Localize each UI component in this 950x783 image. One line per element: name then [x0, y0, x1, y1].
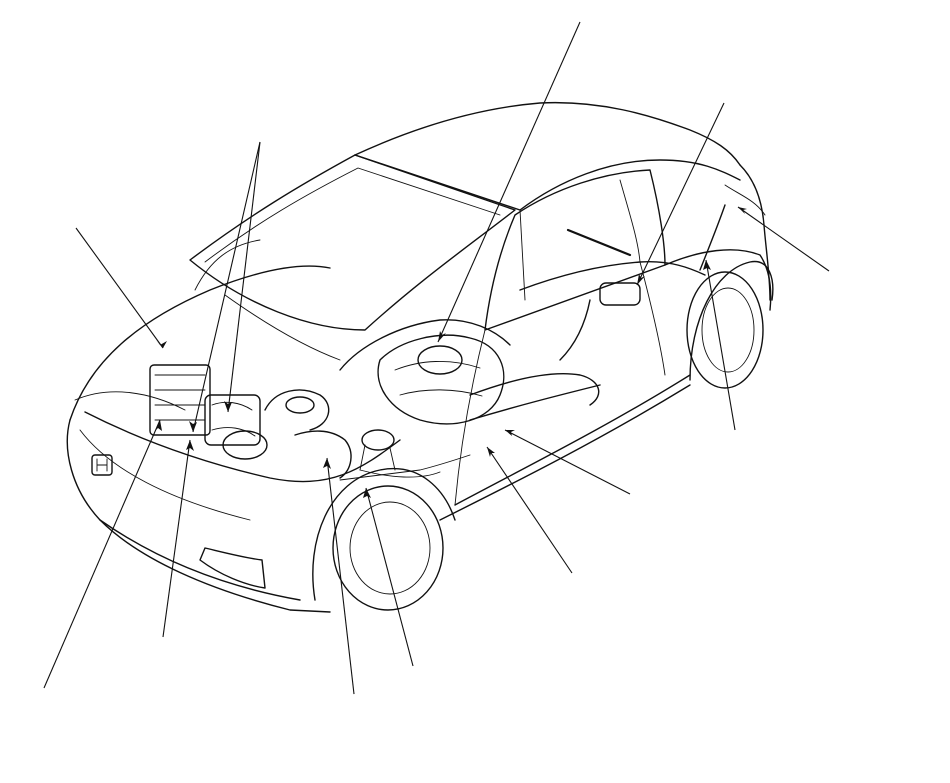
grille-lower [199, 547, 266, 589]
leader-line-5 [636, 102, 725, 286]
leader-line-6 [737, 206, 830, 272]
hood-crease-2 [224, 294, 341, 361]
arrowhead-13 [155, 420, 162, 431]
rear-crossmember [559, 299, 591, 361]
leader-line-9 [486, 446, 573, 574]
headlight [74, 391, 186, 411]
arrowhead-7 [703, 260, 711, 270]
windshield-inner [204, 167, 501, 263]
rear-wheel-arch [689, 260, 774, 381]
hood-crease [194, 239, 261, 291]
exhaust-pipe-front [294, 430, 352, 479]
leader-line-10 [365, 487, 414, 667]
underbody-components [339, 204, 726, 481]
leader-lines [43, 21, 830, 695]
b-pillar [619, 179, 641, 263]
leader-line-8 [504, 429, 631, 495]
fuel-tank [377, 334, 505, 425]
leader-arrowheads [155, 207, 747, 498]
arrowhead-12 [186, 440, 194, 451]
rear-light [724, 184, 766, 216]
leader-line-1 [75, 227, 164, 349]
door-line [454, 329, 486, 506]
rear-axle-beam [469, 373, 600, 406]
leader-line-3 [227, 141, 261, 413]
arrowhead-3 [224, 401, 232, 412]
arrowhead-11 [323, 458, 331, 469]
front-wheel-arch [312, 467, 456, 601]
door-line-2 [639, 261, 666, 376]
rear-fuel-line [519, 260, 706, 291]
side-sill [439, 384, 691, 521]
intermediate-housing [417, 345, 463, 375]
front-rim [349, 501, 431, 595]
front-face-crease [79, 429, 251, 521]
side-sill-lower [454, 374, 691, 506]
rear-quarter [664, 249, 772, 311]
transmission-unit [222, 430, 268, 460]
brand-emblem [91, 454, 113, 476]
exhaust-pipe-mid [469, 384, 601, 421]
roof-line [354, 101, 741, 166]
hood-outline [69, 265, 331, 421]
rear-fuel-filler-pipe [699, 204, 726, 271]
arrowhead-5 [637, 274, 645, 285]
front-tire [332, 485, 444, 611]
radiator-module [149, 364, 211, 436]
brake-line-front [359, 469, 441, 478]
leader-line-4 [437, 21, 581, 343]
arrowhead-2 [189, 421, 197, 432]
roof-panel-line [519, 209, 526, 301]
hood-front-edge [84, 411, 401, 483]
roof-edge-2 [354, 154, 741, 211]
leader-line-12 [162, 439, 191, 638]
rear-tire [686, 271, 764, 389]
leader-line-7 [705, 259, 736, 431]
leader-line-2 [192, 141, 261, 433]
arrowhead-9 [487, 447, 495, 457]
arrowhead-10 [363, 488, 371, 498]
arrowhead-6 [738, 207, 747, 214]
engine-bay-components [149, 364, 396, 479]
center-tunnel [339, 319, 511, 371]
intake-pipe [264, 389, 330, 431]
leader-line-11 [326, 457, 355, 695]
windshield-frame [189, 154, 516, 331]
canister [285, 396, 315, 414]
rear-rim [701, 287, 755, 373]
car-body [66, 101, 774, 613]
front-bumper [66, 419, 331, 613]
leader-line-13 [43, 419, 161, 689]
front-lower-lip [99, 519, 301, 601]
arrowhead-4 [438, 331, 446, 342]
arrowhead-1 [156, 340, 167, 348]
arrowhead-8 [505, 430, 515, 436]
brake-line-rear [566, 228, 632, 257]
side-window [484, 169, 666, 331]
engine-block [204, 394, 261, 446]
muffler [599, 282, 641, 306]
front-suspension [361, 429, 395, 451]
